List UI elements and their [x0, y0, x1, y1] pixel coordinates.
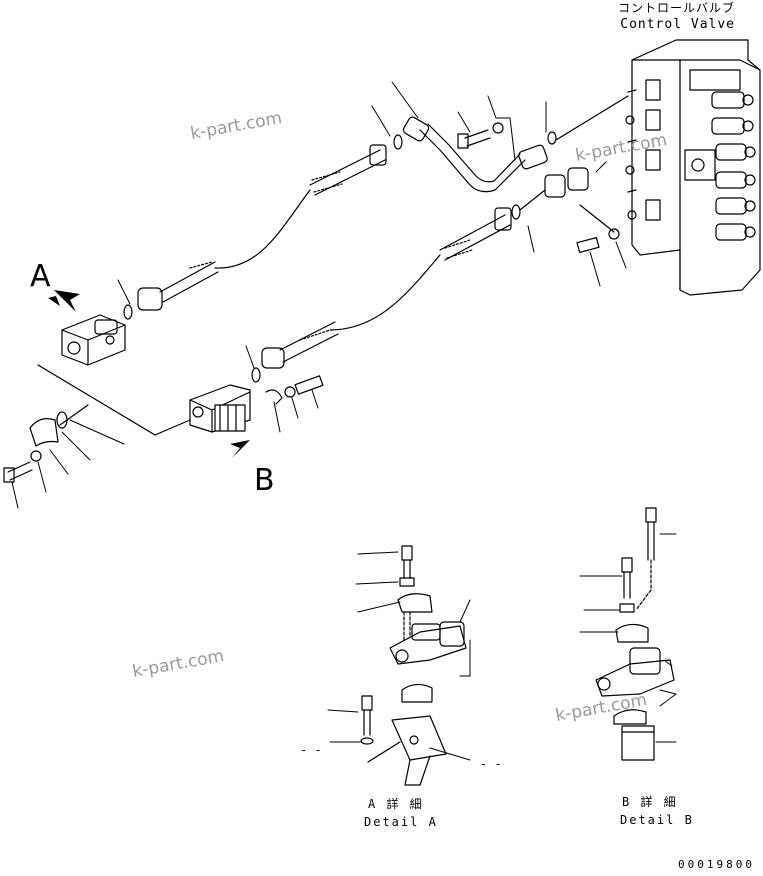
leader-lines [11, 81, 627, 509]
hose-lower [251, 167, 620, 405]
control-valve-label-en: Control Valve [620, 17, 735, 32]
detail-b-drawing [579, 507, 677, 761]
dash-mark-left: - - [300, 743, 322, 757]
part-number: 00019800 [678, 858, 755, 871]
valve-spools [711, 91, 756, 241]
detail-b-label-jp: B 詳 細 [622, 795, 678, 809]
view-arrows [48, 290, 250, 458]
detail-a-drawing [327, 545, 471, 786]
flange-parts-left [3, 411, 68, 483]
control-valve-label-jp: コントロールバルブ [617, 1, 735, 15]
view-a-letter: A [30, 259, 51, 294]
hose-upper [123, 95, 629, 320]
detail-a-label-jp: A 詳 細 [368, 797, 424, 811]
block-b [189, 384, 251, 433]
detail-b-label-en: Detail B [620, 813, 694, 827]
view-b-letter: B [254, 463, 275, 498]
detail-a-label-en: Detail A [364, 815, 438, 829]
control-valve [625, 39, 761, 296]
block-a [37, 314, 191, 436]
dash-mark-right: - - [480, 757, 502, 771]
